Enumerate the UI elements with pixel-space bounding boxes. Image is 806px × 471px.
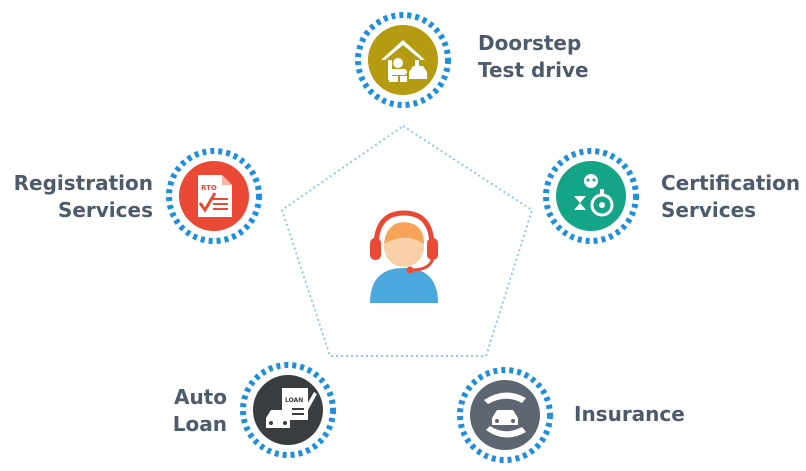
auto-loan-label: Auto Loan xyxy=(173,384,227,438)
label-line: Registration xyxy=(13,171,153,195)
insurance-label: Insurance xyxy=(574,401,685,428)
customer-support-agent-icon xyxy=(370,210,438,303)
dotted-ring xyxy=(457,367,553,463)
dotted-ring xyxy=(355,12,451,108)
house-car-icon xyxy=(381,40,427,82)
loan-badge: LOAN xyxy=(285,397,303,404)
inspection-certification-icon xyxy=(574,174,614,217)
label-line: Doorstep xyxy=(478,31,582,55)
certification-services-node xyxy=(543,148,639,244)
doorstep-test-drive-node xyxy=(355,12,451,108)
dotted-ring xyxy=(240,362,336,458)
doorstep-test-drive-label: Doorstep Test drive xyxy=(478,30,589,84)
auto-loan-node: LOAN xyxy=(240,362,336,458)
certification-services-label: Certification Services xyxy=(661,170,800,224)
label-line: Loan xyxy=(172,412,227,436)
registration-services-label: Registration Services xyxy=(14,170,153,224)
label-line: Services xyxy=(661,198,757,222)
hands-protecting-car-icon xyxy=(484,392,526,438)
label-line: Certification xyxy=(661,171,801,195)
label-line: Test drive xyxy=(478,58,589,82)
certification-circle xyxy=(556,161,626,231)
loan-document-car-icon: LOAN xyxy=(266,388,317,428)
pentagon-connector xyxy=(280,124,534,357)
dotted-ring xyxy=(166,148,262,244)
label-line: Insurance xyxy=(574,402,685,426)
registration-services-node: RTO xyxy=(166,148,262,244)
label-line: Auto xyxy=(173,385,227,409)
label-line: Services xyxy=(57,198,153,222)
doorstep-circle xyxy=(368,25,438,95)
dotted-ring xyxy=(543,148,639,244)
insurance-node xyxy=(457,367,553,463)
rto-document-icon: RTO xyxy=(198,175,232,217)
rto-badge: RTO xyxy=(201,184,217,192)
